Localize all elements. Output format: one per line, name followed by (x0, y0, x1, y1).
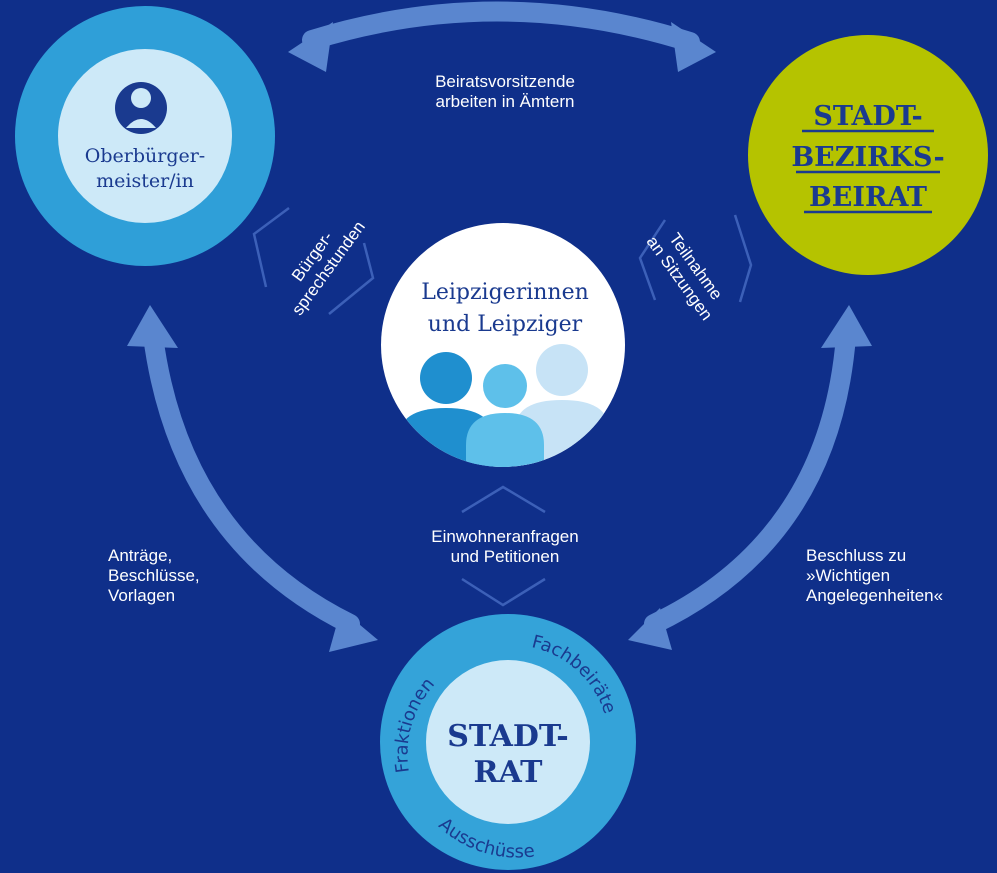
node-citizens: Leipzigerinnen und Leipziger (381, 223, 625, 467)
link-label-mayor-citizens: Bürger- sprechstunden (288, 217, 369, 318)
link-label-council-citizens: Einwohneranfragen und Petitionen (395, 527, 615, 567)
link-label-council-citizens-line2: und Petitionen (450, 547, 560, 566)
edge-label-right-line3: Angelegenheiten« (806, 586, 944, 605)
arrow-top-mayor-district (288, 1, 716, 72)
chevron-down-icon (461, 577, 546, 607)
arrow-left-mayor-council (127, 305, 378, 652)
edge-label-right: Beschluss zu »Wichtigen Angelegenheiten« (806, 546, 991, 606)
mayor-label-line2: meister/in (96, 170, 194, 192)
edge-label-right-line2: »Wichtigen (806, 566, 891, 585)
edge-label-top: Beiratsvorsitzende arbeiten in Ämtern (390, 72, 620, 112)
edge-label-left-line1: Anträge, (108, 546, 173, 565)
node-city-council: STADT- RAT Fraktionen Fachbeiräte Aussch… (380, 614, 636, 870)
chevron-right-icon (638, 214, 753, 303)
citizens-label-line2: und Leipziger (428, 312, 583, 337)
district-council-line1: STADT- (813, 101, 922, 132)
link-label-council-citizens-line1: Einwohneranfragen (431, 527, 579, 546)
link-label-district-citizens: Teilnahme an Sitzungen (643, 229, 726, 323)
edge-label-left: Anträge, Beschlüsse, Vorlagen (108, 546, 278, 606)
person-icon (115, 82, 167, 134)
district-council-line2: BEZIRKS- (791, 142, 944, 173)
chevron-left-icon (252, 206, 375, 315)
edge-label-left-line3: Vorlagen (108, 586, 176, 605)
edge-label-top-line2: arbeiten in Ämtern (435, 92, 575, 111)
arrow-right-district-council (628, 305, 872, 650)
edge-label-left-line2: Beschlüsse, (108, 566, 200, 585)
city-council-line2: RAT (474, 755, 544, 790)
chevron-up-icon (461, 485, 546, 514)
node-mayor: Oberbürger- meister/in (15, 6, 275, 266)
mayor-label-line1: Oberbürger- (85, 145, 205, 167)
district-council-line3: BEIRAT (809, 182, 927, 213)
edge-label-top-line1: Beiratsvorsitzende (435, 72, 575, 91)
city-council-line1: STADT- (447, 719, 568, 754)
citizens-label-line1: Leipzigerinnen (421, 280, 589, 305)
node-district-council: STADT- BEZIRKS- BEIRAT (748, 35, 988, 275)
edge-label-right-line1: Beschluss zu (806, 546, 907, 565)
